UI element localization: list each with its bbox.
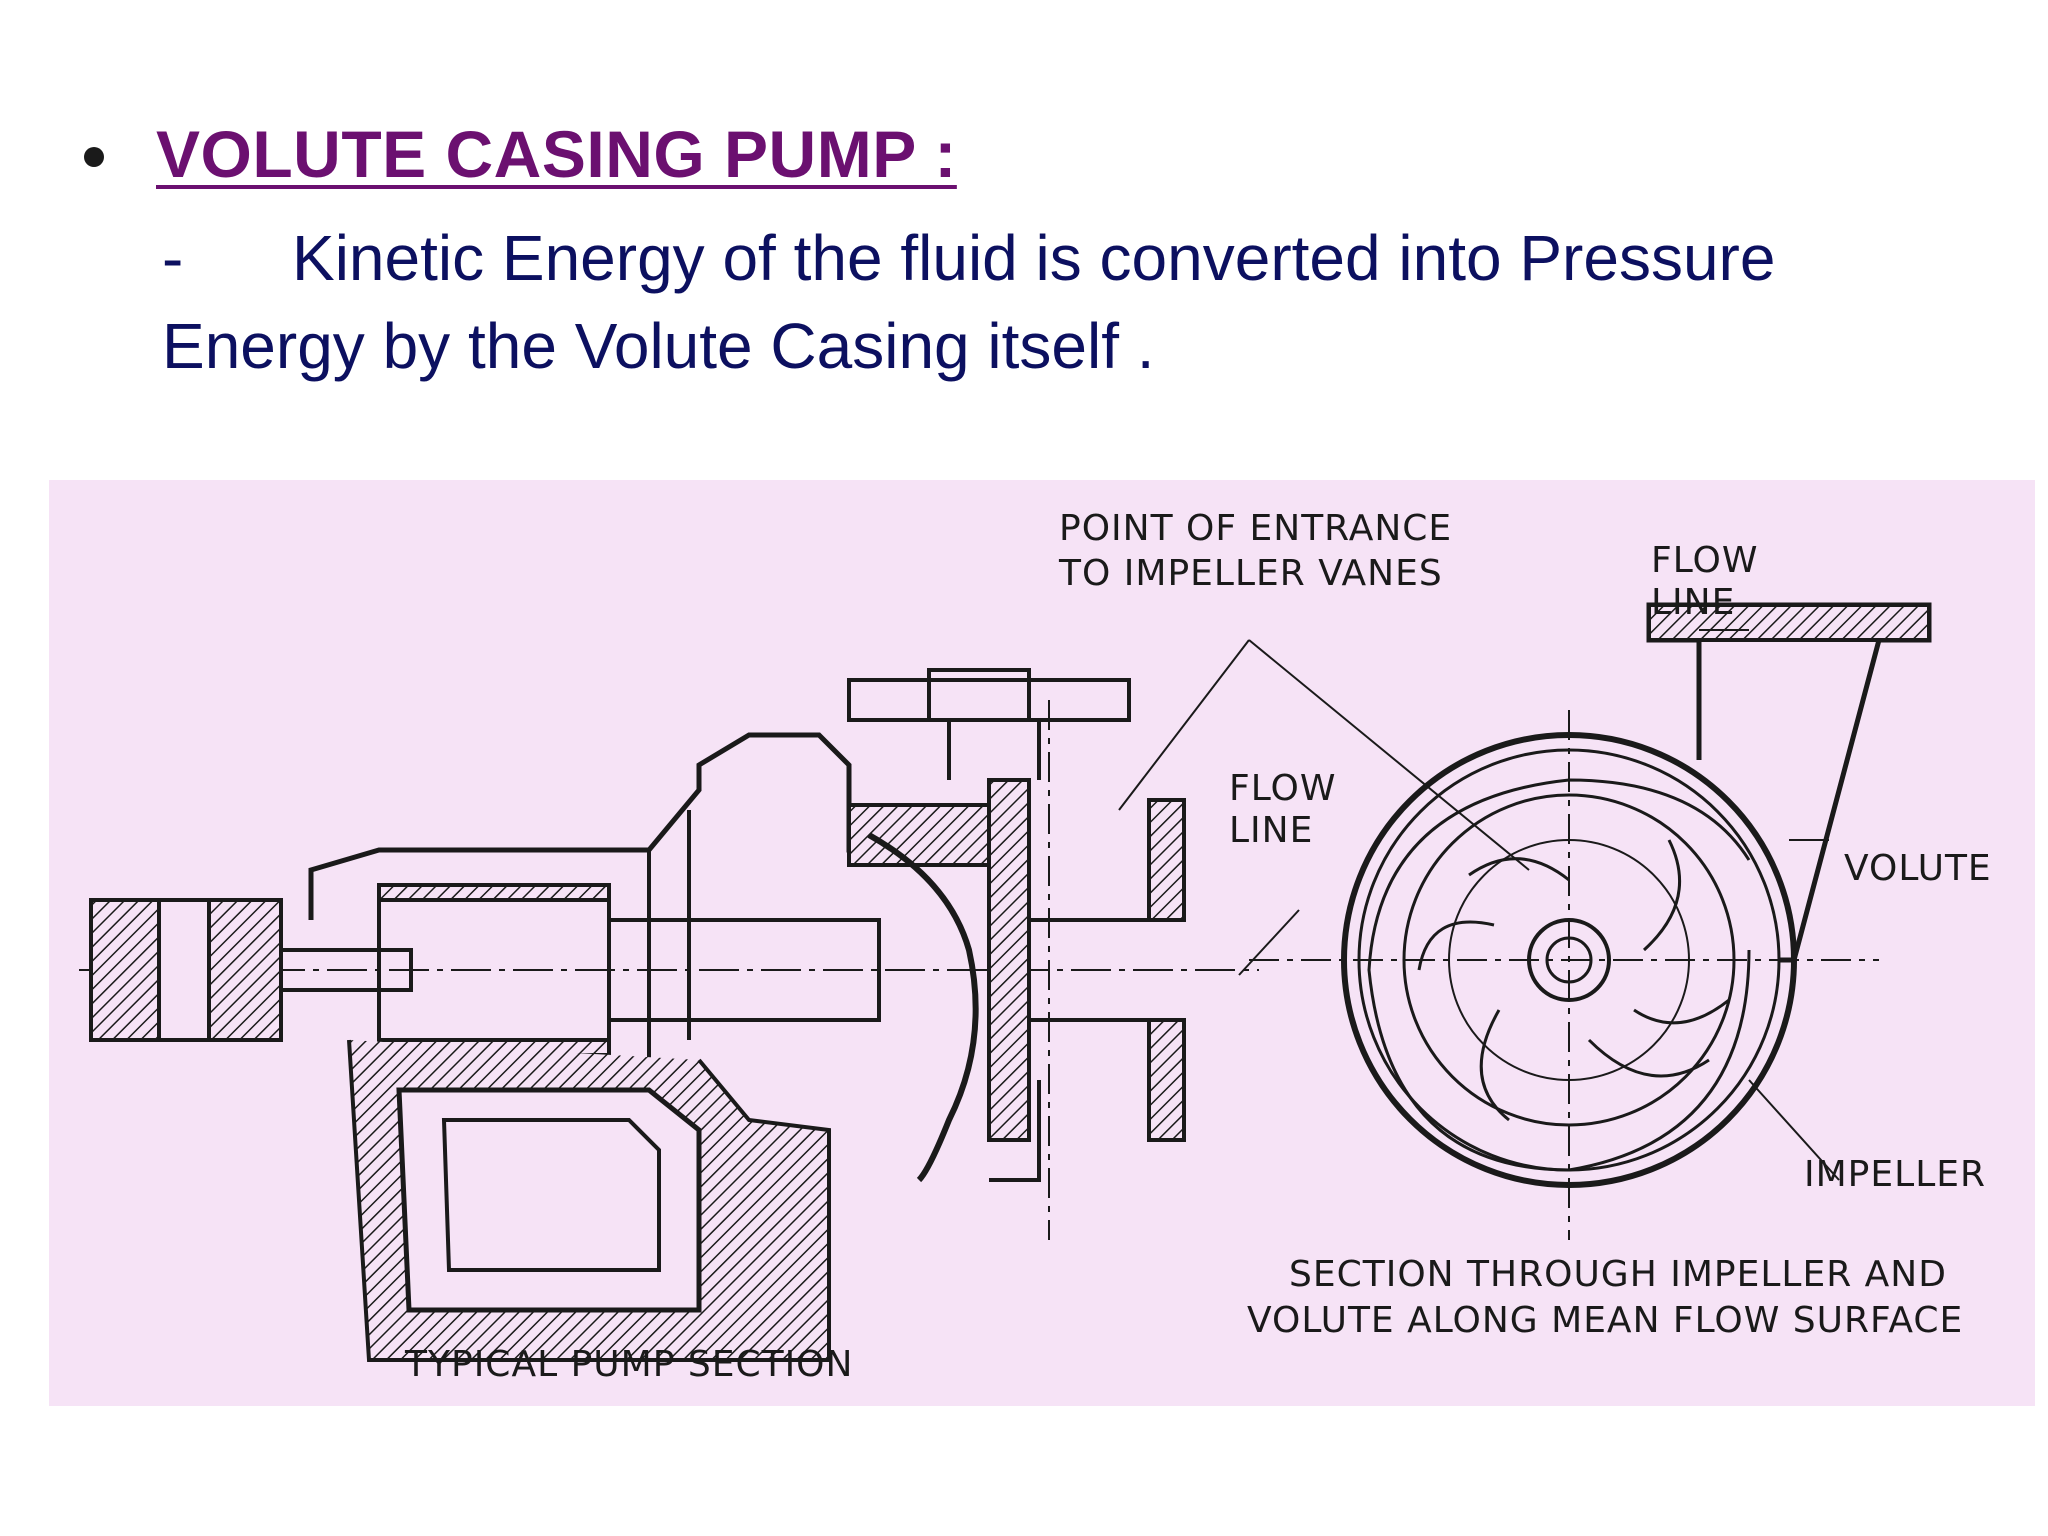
impeller-volute-section <box>1249 602 1932 1240</box>
label-section-1: SECTION THROUGH IMPELLER AND <box>1289 1254 1947 1295</box>
typical-pump-section <box>79 668 1259 1362</box>
slide-body-text: - Kinetic Energy of the fluid is converte… <box>162 214 1922 390</box>
label-section-2: VOLUTE ALONG MEAN FLOW SURFACE <box>1247 1300 1963 1341</box>
slide-title: VOLUTE CASING PUMP : <box>156 117 957 191</box>
bullet-heading: VOLUTE CASING PUMP : <box>84 116 957 192</box>
body-line-1: Kinetic Energy of the fluid is converted… <box>292 222 1776 294</box>
dash-marker: - <box>162 222 184 294</box>
label-impeller: IMPELLER <box>1804 1154 1986 1195</box>
label-flow-line-top-2: LINE <box>1651 582 1735 623</box>
body-line-2: Energy by the Volute Casing itself . <box>162 310 1155 382</box>
label-entrance-2: TO IMPELLER VANES <box>1058 553 1443 594</box>
diagram-labels: POINT OF ENTRANCE TO IMPELLER VANES FLOW… <box>404 508 1992 1385</box>
label-entrance-1: POINT OF ENTRANCE <box>1059 508 1452 549</box>
pump-diagram-svg: POINT OF ENTRANCE TO IMPELLER VANES FLOW… <box>79 508 1992 1385</box>
label-typical-pump-section: TYPICAL PUMP SECTION <box>404 1344 853 1385</box>
bullet-dot <box>84 147 104 167</box>
label-flow-line-top-1: FLOW <box>1651 540 1758 581</box>
pump-diagram: POINT OF ENTRANCE TO IMPELLER VANES FLOW… <box>49 480 2035 1406</box>
label-flow-line-mid-2: LINE <box>1229 810 1313 851</box>
label-volute: VOLUTE <box>1844 848 1992 889</box>
label-flow-line-mid-1: FLOW <box>1229 768 1336 809</box>
leader-lines <box>1118 629 1840 1181</box>
